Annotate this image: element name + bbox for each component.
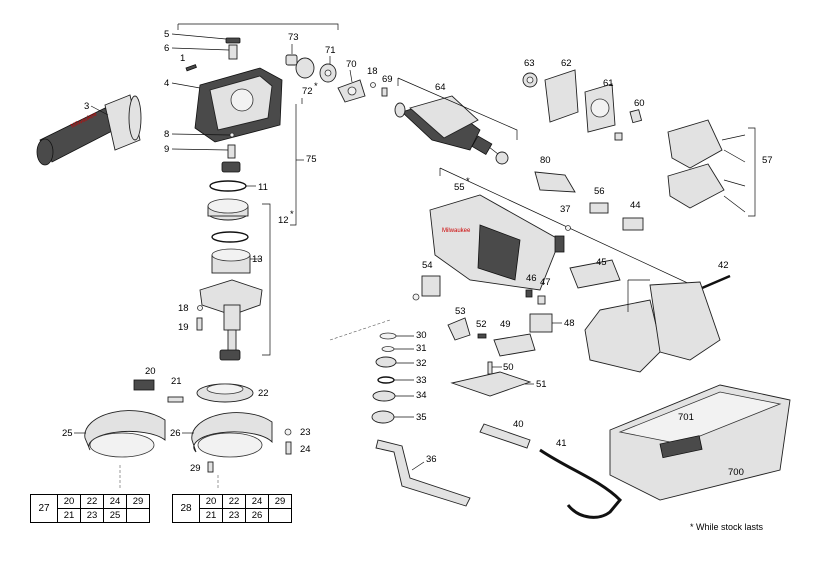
housing-brand-text: Milwaukee [442,228,471,234]
label-36: 36 [426,454,437,465]
label-63: 63 [524,58,535,69]
armature [394,95,509,165]
label-56: 56 [594,186,605,197]
label-55-star: * [466,176,470,187]
label-8: 8 [164,129,169,140]
label-12-star: * [290,209,294,220]
kit-1-r2c3: 25 [103,508,127,523]
label-51: 51 [536,379,547,390]
label-33: 33 [416,375,427,386]
kit-2-r2c3: 26 [245,508,269,523]
label-6: 6 [164,43,169,54]
label-19: 19 [178,322,189,333]
label-700: 700 [728,467,744,478]
label-18a: 18 [178,303,189,314]
label-40: 40 [513,419,524,430]
label-44: 44 [630,200,641,211]
kit-2-r1c1: 20 [199,494,223,509]
label-24: 24 [300,444,311,455]
label-26: 26 [170,428,181,439]
kit-2-r1c4: 29 [268,494,292,509]
label-52: 52 [476,319,487,330]
motor-housing: Milwaukee [429,194,561,291]
gear-head [185,37,283,173]
kit-2-r1c3: 24 [245,494,269,509]
label-73: 73 [288,32,299,43]
label-3: 3 [84,101,89,112]
label-22: 22 [258,388,269,399]
kit-table-1: 27 20 22 24 29 21 23 25 [30,494,150,523]
label-4: 4 [164,78,169,89]
label-35: 35 [416,412,427,423]
label-13: 13 [252,254,263,265]
kit-1-r2c2: 23 [80,508,104,523]
label-20: 20 [145,366,156,377]
label-31: 31 [416,343,427,354]
label-18b: 18 [367,66,378,77]
label-55: 55 [454,182,465,193]
label-54: 54 [422,260,433,271]
kit-1-r1c1: 20 [57,494,81,509]
spindle-column [199,180,263,361]
label-72-star: * [314,81,318,92]
label-49: 49 [500,319,511,330]
label-12: 12 [278,215,289,226]
label-41: 41 [556,438,567,449]
label-34: 34 [416,390,427,401]
label-30: 30 [416,330,427,341]
kit-1-r2c4 [126,508,150,523]
label-72: 72 [302,86,313,97]
label-25: 25 [62,428,73,439]
label-29: 29 [190,463,201,474]
label-69: 69 [382,74,393,85]
kit-2-main: 28 [172,494,200,523]
kit-1-r2c1: 21 [57,508,81,523]
label-80: 80 [540,155,551,166]
label-64: 64 [435,82,446,93]
label-21: 21 [171,376,182,387]
carry-case [609,384,791,501]
label-53: 53 [455,306,466,317]
label-60: 60 [634,98,645,109]
label-45: 45 [596,257,607,268]
kit-2-r2c2: 23 [222,508,246,523]
kit-1-r1c3: 24 [103,494,127,509]
label-1: 1 [180,53,185,64]
label-48: 48 [564,318,575,329]
label-62: 62 [561,58,572,69]
label-37: 37 [560,204,571,215]
kit-2-r2c4 [268,508,292,523]
label-57: 57 [762,155,773,166]
label-42: 42 [718,260,729,271]
label-61: 61 [603,78,614,89]
label-71: 71 [325,45,336,56]
footnote: * While stock lasts [690,522,764,532]
label-47: 47 [540,277,551,288]
label-70: 70 [346,59,357,70]
label-50: 50 [503,362,514,373]
kit-1-main: 27 [30,494,58,523]
label-75: 75 [306,154,317,165]
label-5: 5 [164,29,169,40]
label-701: 701 [678,412,694,423]
kit-1-r1c4: 29 [126,494,150,509]
kit-2-r1c2: 22 [222,494,246,509]
kit-table-2: 28 20 22 24 29 21 23 26 [172,494,292,523]
kit-2-r2c1: 21 [199,508,223,523]
label-46: 46 [526,273,537,284]
label-11: 11 [258,182,268,193]
label-9: 9 [164,144,169,155]
label-23: 23 [300,427,311,438]
kit-1-r1c2: 22 [80,494,104,509]
label-32: 32 [416,358,427,369]
